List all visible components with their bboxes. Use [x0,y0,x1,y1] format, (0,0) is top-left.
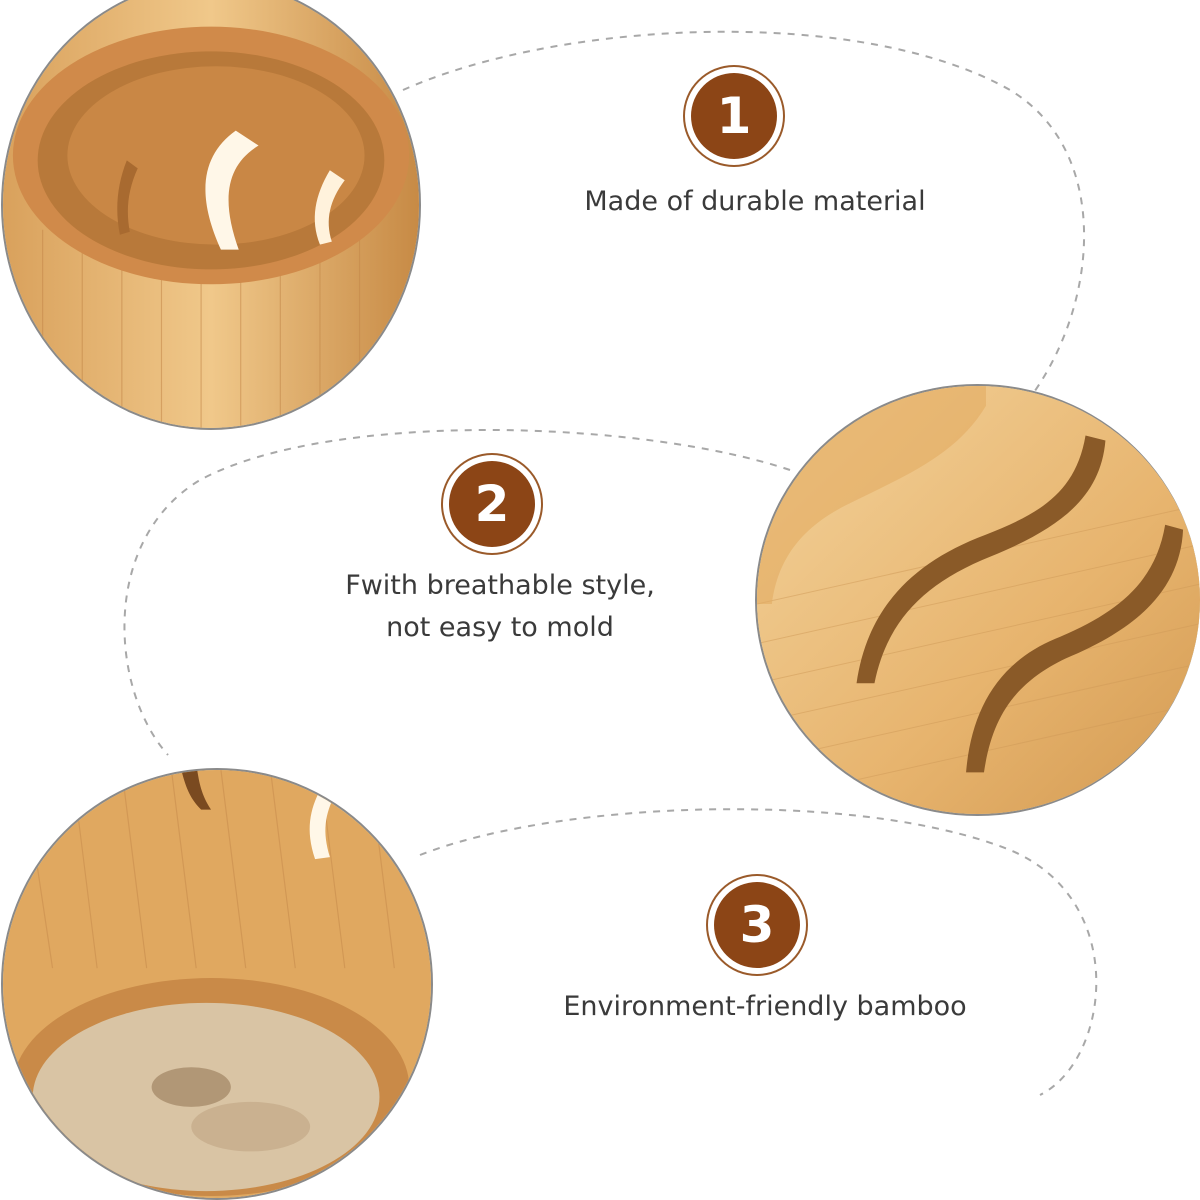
photo-bamboo-wavy-slots [755,384,1200,816]
step-badge-2: 2 [449,461,535,547]
feature-caption-3: Environment-friendly bamboo [540,986,990,1028]
feature-caption-1: Made of durable material [555,181,955,223]
caption-line: Fwith breathable style, [345,570,655,601]
caption-line: Environment-friendly bamboo [563,991,967,1022]
caption-line: Made of durable material [584,186,926,217]
caption-line: not easy to mold [386,612,614,643]
dashed-arc-3 [419,808,1098,1096]
photo-bamboo-bottom-view [1,768,433,1200]
feature-caption-2: Fwith breathable style, not easy to mold [300,565,700,649]
dashed-arc-2 [123,429,791,756]
step-badge-3: 3 [714,882,800,968]
step-badge-1: 1 [691,73,777,159]
photo-bamboo-top-view [1,0,421,430]
